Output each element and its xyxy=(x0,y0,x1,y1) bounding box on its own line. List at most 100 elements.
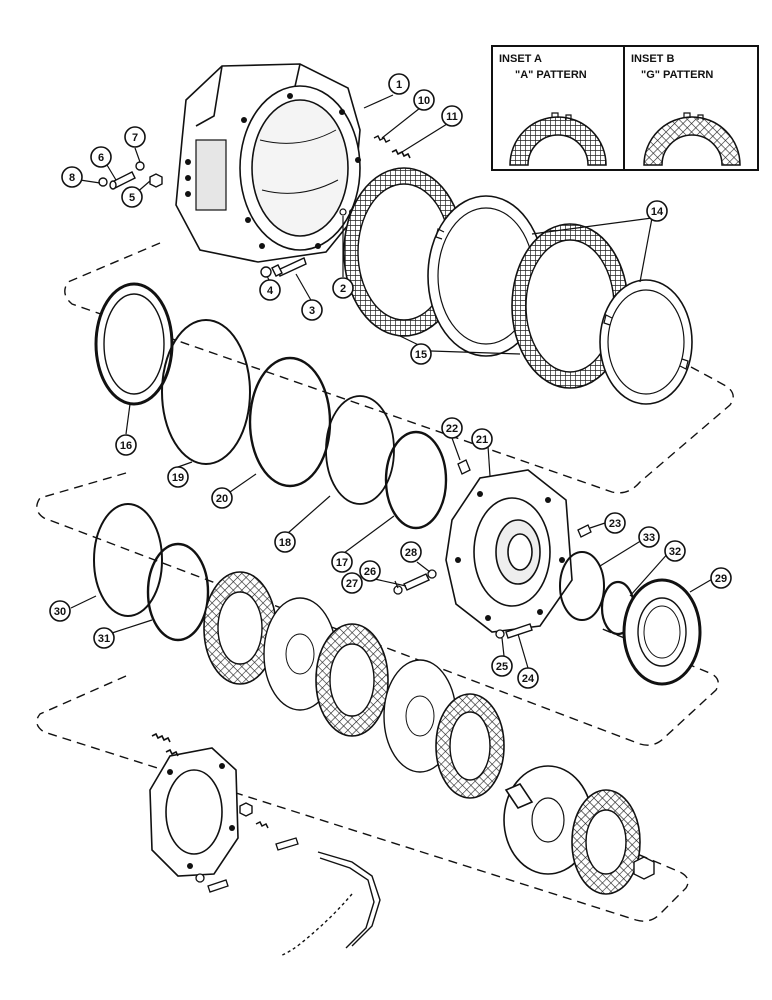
callout-circle xyxy=(441,105,463,127)
callout-22: 22 xyxy=(441,417,463,439)
callout-26: 26 xyxy=(359,560,381,582)
friction-disc-15b xyxy=(511,223,629,389)
seal-ring-33 xyxy=(559,551,605,621)
inset-b-subtitle: "G" PATTERN xyxy=(641,69,713,81)
friction-disc-row3-2 xyxy=(315,623,389,737)
spring-11 xyxy=(391,148,411,159)
pin-6 xyxy=(109,171,136,190)
callout-label: 28 xyxy=(405,547,417,559)
spring-lower xyxy=(165,748,179,757)
callout-label: 31 xyxy=(98,633,110,645)
callout-circle xyxy=(710,567,732,589)
callout-circle xyxy=(259,279,281,301)
callout-16: 16 xyxy=(115,434,137,456)
callout-14: 14 xyxy=(646,200,668,222)
callout-2: 2 xyxy=(332,277,354,299)
callout-circle xyxy=(517,667,539,689)
spring-10 xyxy=(373,135,391,143)
clutch-housing xyxy=(175,63,361,263)
o-ring-20 xyxy=(248,356,332,488)
callout-1: 1 xyxy=(388,73,410,95)
leader-lines xyxy=(70,94,715,669)
pin-26 xyxy=(403,573,430,591)
callout-circle xyxy=(359,560,381,582)
dowel-pin-22 xyxy=(457,459,471,475)
callout-5: 5 xyxy=(121,186,143,208)
callout-circle xyxy=(638,526,660,548)
waffle-friction-pattern-icon xyxy=(509,116,607,166)
callout-28: 28 xyxy=(400,541,422,563)
callout-8: 8 xyxy=(61,166,83,188)
piston-16 xyxy=(94,282,174,406)
washer-7 xyxy=(135,161,145,171)
callout-label: 20 xyxy=(216,493,228,505)
group-outlines xyxy=(36,242,734,922)
o-ring-31 xyxy=(146,542,210,642)
callout-label: 30 xyxy=(54,606,66,618)
callout-29: 29 xyxy=(710,567,732,589)
callout-circle xyxy=(646,200,668,222)
callout-circle xyxy=(49,600,71,622)
callout-circle xyxy=(441,417,463,439)
callout-label: 16 xyxy=(120,440,132,452)
ball-2 xyxy=(339,208,347,216)
seal-ring-30 xyxy=(93,503,163,617)
callout-label: 24 xyxy=(522,673,535,685)
washer-8 xyxy=(98,177,108,187)
callout-32: 32 xyxy=(664,540,686,562)
callout-label: 21 xyxy=(476,434,488,446)
spring-upper xyxy=(151,732,171,743)
callout-circle xyxy=(61,166,83,188)
callout-label: 15 xyxy=(415,349,427,361)
callout-circle xyxy=(388,73,410,95)
dowel-pin-23 xyxy=(577,524,592,538)
callout-label: 32 xyxy=(669,546,681,558)
callout-20: 20 xyxy=(211,487,233,509)
callout-label: 3 xyxy=(309,305,315,317)
callout-circle xyxy=(341,572,363,594)
callout-label: 4 xyxy=(267,285,274,297)
friction-disc-row3-1 xyxy=(203,571,277,685)
callout-circle xyxy=(167,466,189,488)
callout-33: 33 xyxy=(638,526,660,548)
callout-circle xyxy=(491,655,513,677)
inset-a-title: INSET A xyxy=(499,53,542,65)
callout-circle xyxy=(604,512,626,534)
inset-b-title: INSET B xyxy=(631,53,674,65)
callout-label: 17 xyxy=(336,557,348,569)
friction-disc-row3-3 xyxy=(435,693,505,799)
callout-circle xyxy=(93,627,115,649)
callout-circle xyxy=(115,434,137,456)
callout-circle xyxy=(90,146,112,168)
steel-plate-14b xyxy=(599,279,693,405)
callout-25: 25 xyxy=(491,655,513,677)
o-ring-17 xyxy=(384,430,448,530)
inset-a: INSET A "A" PATTERN xyxy=(499,53,607,166)
callout-label: 26 xyxy=(364,566,376,578)
callout-label: 8 xyxy=(69,172,75,184)
callout-circle xyxy=(301,299,323,321)
callout-label: 25 xyxy=(496,661,508,673)
group-outline-1 xyxy=(64,242,734,494)
callout-label: 27 xyxy=(346,578,358,590)
callout-30: 30 xyxy=(49,600,71,622)
callout-27: 27 xyxy=(341,572,363,594)
brake-housing xyxy=(149,747,239,877)
hub-spline xyxy=(503,765,593,875)
callout-circle xyxy=(274,531,296,553)
callout-10: 10 xyxy=(413,89,435,111)
callout-circle xyxy=(664,540,686,562)
callout-3: 3 xyxy=(301,299,323,321)
callout-circle xyxy=(331,551,353,573)
inset-a-subtitle: "A" PATTERN xyxy=(515,69,587,81)
callout-label: 18 xyxy=(279,537,291,549)
callout-label: 23 xyxy=(609,518,621,530)
callout-label: 1 xyxy=(396,79,402,91)
callout-circle xyxy=(121,186,143,208)
callout-label: 33 xyxy=(643,532,655,544)
bolt-3 xyxy=(271,257,307,277)
callout-6: 6 xyxy=(90,146,112,168)
callout-label: 29 xyxy=(715,573,727,585)
spring-brake xyxy=(255,820,269,829)
